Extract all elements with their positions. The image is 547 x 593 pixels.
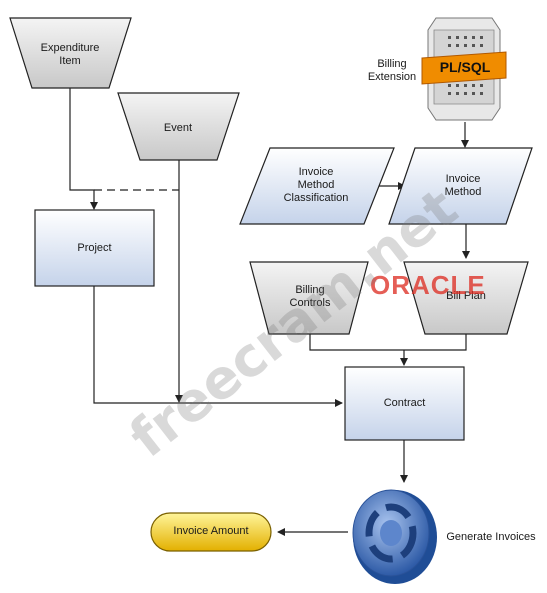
generate-invoices-label: Generate Invoices [446,531,536,543]
event-label: Event [163,122,193,134]
invoice-method-classification-shape [239,147,395,225]
expenditure-item-label: Expenditure Item [40,42,100,67]
bill-plan-label: Bill Plan [446,290,486,302]
project-shape [34,209,155,287]
plsql-server-icon [421,17,507,121]
project-label: Project [77,242,112,254]
expenditure-item-shape [9,17,132,89]
connector-controls-billplan-join [309,334,467,351]
contract-label: Contract [383,397,426,409]
invoice-amount-shape [150,512,272,552]
plsql-label: PL/SQL [439,59,491,75]
billing-controls-label: Billing Controls [289,284,331,309]
bill-plan-shape [403,261,529,335]
oracle-watermark: ORACLE [370,270,486,300]
billing-extension-label: Billing Extension [367,58,417,83]
invoice-method-shape [388,147,533,225]
connectors [69,88,470,536]
connector-project-to-contract [93,286,343,407]
invoice-method-classification-label: Invoice Method Classification [283,166,349,204]
contract-shape [344,366,465,441]
generate-invoices-icon [352,489,437,584]
billing-controls-shape [249,261,369,335]
connector-expenditure-to-project [69,88,98,210]
invoice-amount-label: Invoice Amount [173,525,249,537]
event-shape [117,92,240,161]
invoice-method-label: Invoice Method [444,173,482,198]
